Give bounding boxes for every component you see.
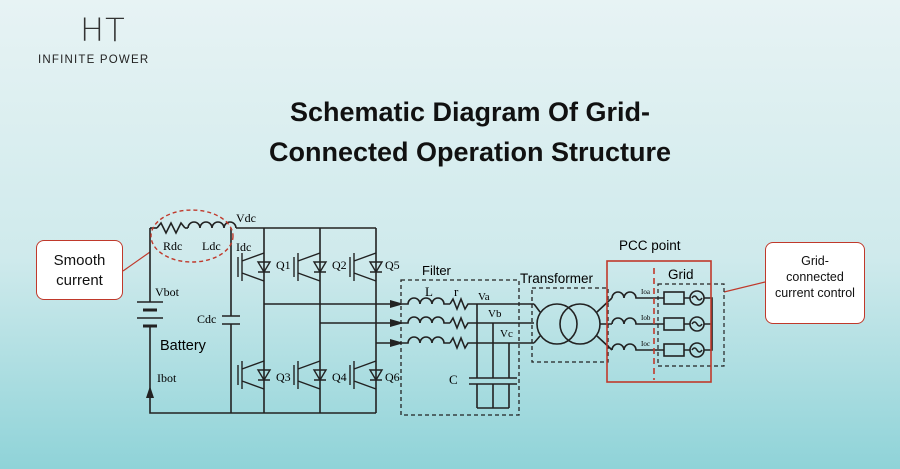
label-idc: Idc [236,240,251,254]
label-q6: Q6 [385,370,400,384]
brand-logo: HT INFINITE POWER [38,14,178,66]
label-iob: Iob [641,314,651,322]
label-ldc: Ldc [202,239,221,253]
label-pcc-point: PCC point [619,238,681,253]
label-vbot: Vbot [155,285,180,299]
label-filter: Filter [422,263,452,278]
grid-callout-line-2: connected [786,270,844,284]
label-ioa: Ioa [641,288,651,296]
label-grid: Grid [668,267,694,282]
label-vb: Vb [488,308,502,320]
smooth-callout-line-2: current [56,272,103,289]
label-q2: Q2 [332,258,347,272]
label-q4: Q4 [332,370,347,384]
label-q5: Q5 [385,258,400,272]
label-q1: Q1 [276,258,291,272]
transformer-box [531,287,609,363]
smooth-current-callout: Smooth current [36,240,123,300]
brand-tagline: INFINITE POWER [38,54,150,66]
grid-box [657,283,725,367]
label-transformer: Transformer [520,271,594,286]
label-vc: Vc [500,328,513,340]
title-line-1: Schematic Diagram Of Grid- [289,97,651,127]
rdc-ldc-highlight [150,209,234,263]
label-ibot: Ibot [157,371,177,385]
title-line-2: Connected Operation Structure [268,137,672,167]
label-r: r [454,284,459,299]
label-l: L [425,284,433,299]
page-title: Schematic Diagram Of Grid- Connected Ope… [200,92,740,172]
smooth-callout-line-1: Smooth [53,252,106,269]
label-q3: Q3 [276,370,291,384]
label-ioc: Ioc [641,340,650,348]
filter-box [400,279,520,416]
pcc-box [606,260,712,383]
grid-callout-line-1: Grid- [801,254,829,268]
label-cdc: Cdc [197,312,216,326]
label-rdc: Rdc [163,239,182,253]
label-vdc: Vdc [236,211,256,225]
label-va: Va [478,291,490,303]
brand-mark: HT [80,11,126,49]
grid-control-callout: Grid- connected current control [765,242,865,324]
grid-callout-line-3: current control [775,286,855,300]
label-battery: Battery [160,338,207,354]
label-c: C [449,372,458,387]
